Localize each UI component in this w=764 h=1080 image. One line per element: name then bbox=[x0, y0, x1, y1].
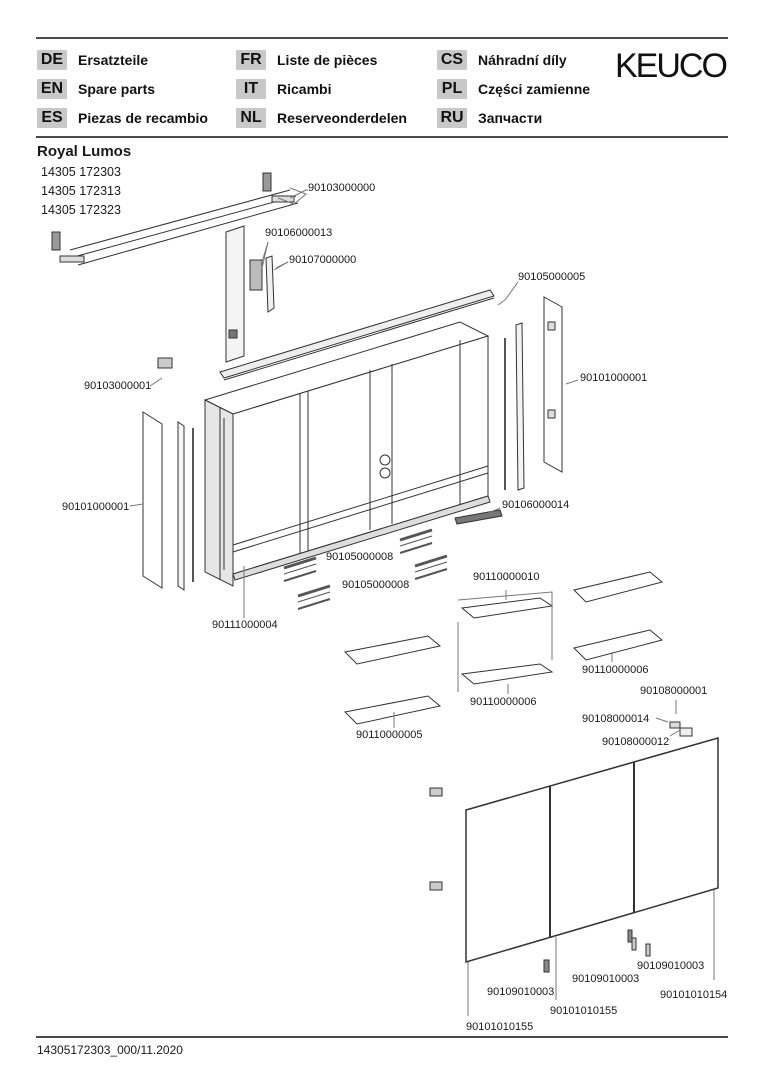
lang-row-es: ES Piezas de recambio bbox=[37, 108, 208, 128]
part-label: 90107000000 bbox=[289, 254, 357, 266]
lang-row-de: DE Ersatzteile bbox=[37, 50, 148, 70]
header-top-rule bbox=[36, 37, 728, 39]
article-number: 14305 172323 bbox=[41, 203, 121, 217]
part-label: 90109010003 bbox=[637, 960, 705, 972]
lang-code: CS bbox=[437, 50, 467, 70]
lang-label: Piezas de recambio bbox=[78, 110, 208, 126]
part-label: 90101000001 bbox=[62, 501, 130, 513]
lang-label: Części zamienne bbox=[478, 81, 591, 97]
part-label: 90110000006 bbox=[582, 664, 649, 676]
left-side-parts bbox=[142, 357, 194, 591]
part-label: 90103000001 bbox=[84, 380, 152, 392]
lang-row-en: EN Spare parts bbox=[37, 79, 155, 99]
document-id: 14305172303_000/11.2020 bbox=[37, 1043, 183, 1057]
part-label: 90109010003 bbox=[487, 986, 555, 998]
lang-code: IT bbox=[236, 79, 266, 99]
product-title: Royal Lumos bbox=[37, 143, 132, 160]
lang-code: DE bbox=[37, 50, 67, 70]
cabinet-body bbox=[203, 321, 491, 587]
lang-code: RU bbox=[437, 108, 467, 128]
part-label: 90108000012 bbox=[602, 736, 670, 748]
lang-code: FR bbox=[236, 50, 266, 70]
right-side-parts bbox=[454, 296, 563, 525]
lang-label: Liste de pièces bbox=[277, 52, 378, 68]
light-strips bbox=[283, 528, 448, 610]
lang-row-cs: CS Náhradní díly bbox=[437, 50, 567, 70]
part-label: 90101010155 bbox=[550, 1005, 618, 1017]
lang-code: ES bbox=[37, 108, 67, 128]
lang-label: Запчасти bbox=[478, 110, 543, 126]
door-magnets bbox=[543, 929, 651, 973]
door-hinges bbox=[429, 721, 693, 891]
lang-code: EN bbox=[37, 79, 67, 99]
part-label: 90106000013 bbox=[265, 227, 333, 239]
top-cover-strip bbox=[219, 289, 495, 381]
footer-rule bbox=[36, 1036, 728, 1038]
lang-label: Spare parts bbox=[78, 81, 156, 97]
part-label: 90103000000 bbox=[308, 182, 376, 194]
part-label: 90108000001 bbox=[640, 685, 708, 697]
header-bottom-rule bbox=[36, 136, 728, 138]
part-label: 90105000008 bbox=[342, 579, 410, 591]
glass-shelves bbox=[343, 571, 664, 725]
part-label: 90110000005 bbox=[356, 729, 423, 741]
part-label: 90101010154 bbox=[660, 989, 728, 1001]
lang-row-fr: FR Liste de pièces bbox=[236, 50, 377, 70]
part-label: 90108000014 bbox=[582, 713, 650, 725]
part-label: 90111000004 bbox=[212, 619, 278, 631]
part-label: 90105000008 bbox=[326, 551, 394, 563]
lang-label: Reserveonderdelen bbox=[277, 110, 407, 126]
part-label: 90101000001 bbox=[580, 372, 648, 384]
part-label: 90101010155 bbox=[466, 1021, 534, 1033]
lang-row-nl: NL Reserveonderdelen bbox=[236, 108, 407, 128]
leader-lines bbox=[129, 189, 715, 1016]
lang-row-pl: PL Części zamienne bbox=[437, 79, 590, 99]
part-label: 90110000010 bbox=[473, 571, 540, 583]
lang-code: NL bbox=[236, 108, 266, 128]
part-label: 90110000006 bbox=[470, 696, 537, 708]
article-number: 14305 172313 bbox=[41, 184, 121, 198]
lang-label: Ricambi bbox=[277, 81, 332, 97]
control-panel bbox=[225, 225, 289, 363]
lang-code: PL bbox=[437, 79, 467, 99]
lang-row-it: IT Ricambi bbox=[236, 79, 331, 99]
mounting-rail bbox=[51, 172, 307, 266]
lang-label: Ersatzteile bbox=[78, 52, 149, 68]
keuco-logo: KEUCO bbox=[615, 47, 728, 85]
part-label: 90109010003 bbox=[572, 973, 640, 985]
mirror-doors bbox=[465, 737, 719, 964]
lang-row-ru: RU Запчасти bbox=[437, 108, 542, 128]
part-label: 90105000005 bbox=[518, 271, 586, 283]
lang-label: Náhradní díly bbox=[478, 52, 567, 68]
part-label: 90106000014 bbox=[502, 499, 570, 511]
article-number: 14305 172303 bbox=[41, 165, 121, 179]
